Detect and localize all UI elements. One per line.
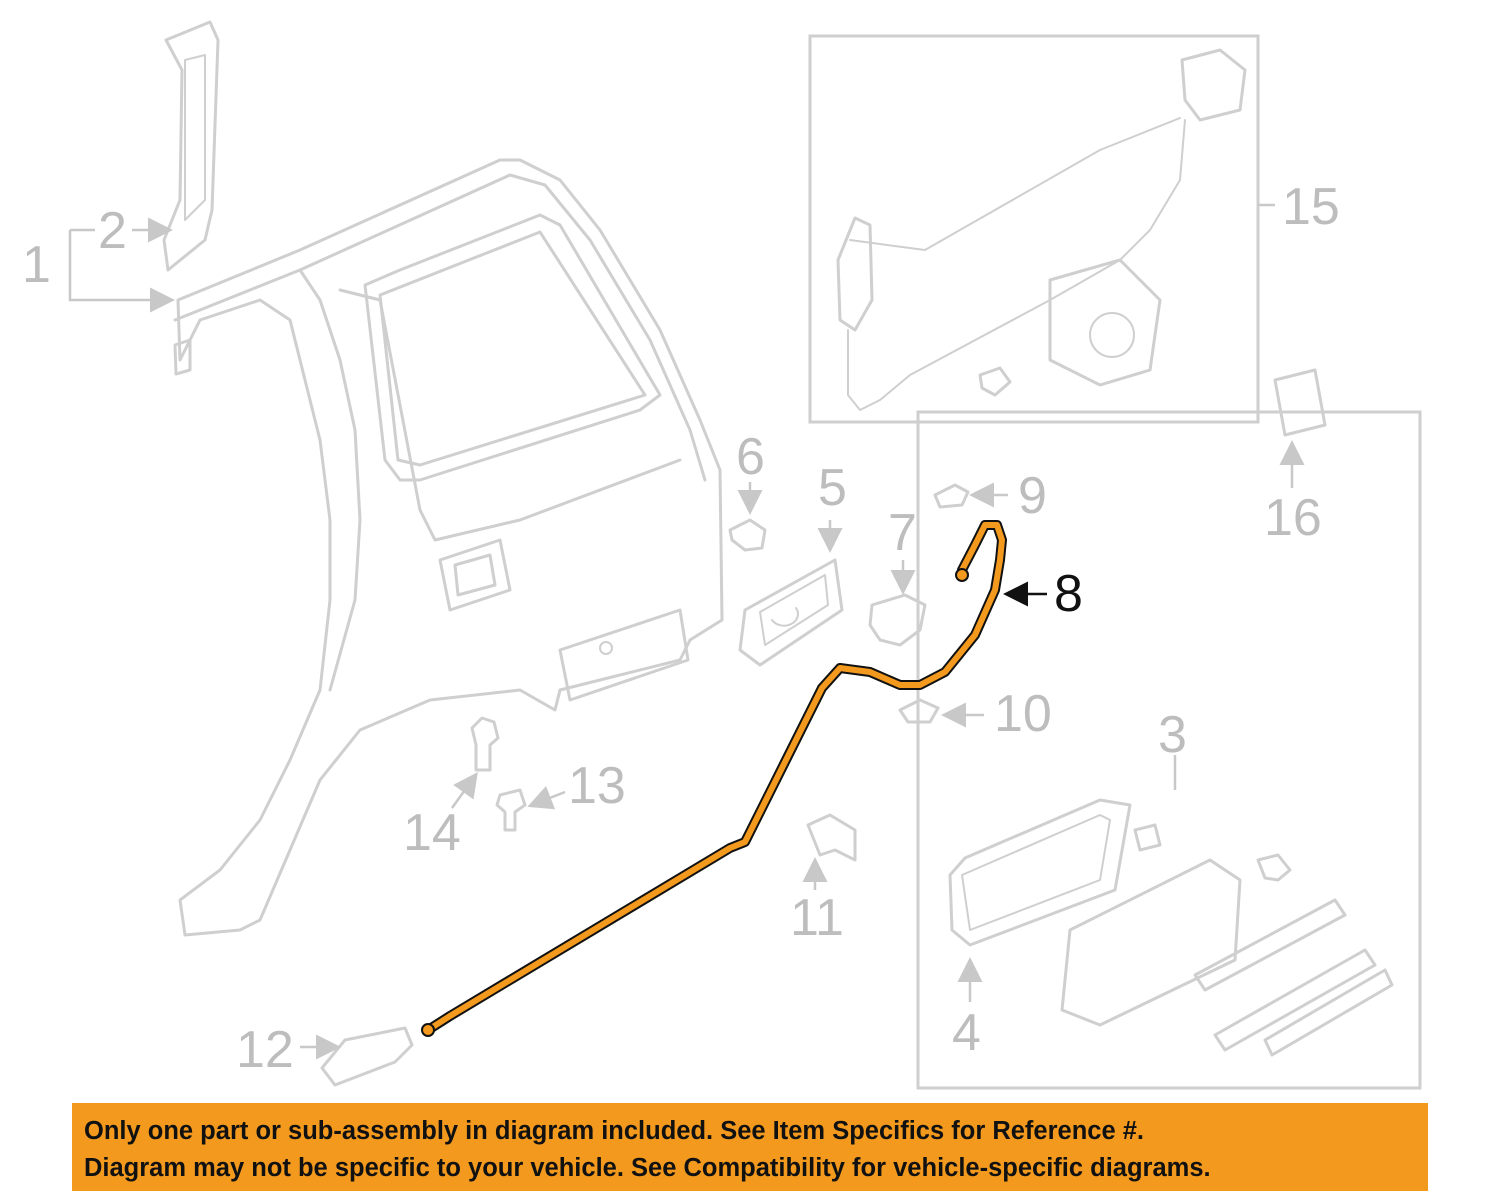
- callout-11: 11: [790, 889, 844, 947]
- clip-14: [470, 716, 500, 772]
- callout-16: 16: [1264, 489, 1322, 547]
- pillar-reinforcement: [162, 20, 220, 272]
- callout-14: 14: [403, 804, 461, 862]
- quarter-panel: [173, 158, 724, 937]
- callout-5: 5: [818, 459, 847, 517]
- callout-8: 8: [1054, 565, 1083, 623]
- lock-actuator-assembly: [836, 48, 1247, 411]
- grommet-9: [933, 483, 970, 509]
- callout-3: 3: [1158, 706, 1187, 764]
- notice-banner: Only one part or sub-assembly in diagram…: [72, 1103, 1428, 1191]
- notice-line-1: Only one part or sub-assembly in diagram…: [84, 1117, 1144, 1145]
- callout-15: 15: [1282, 178, 1340, 236]
- callout-2: 2: [98, 202, 127, 260]
- bumper-pad: [728, 518, 767, 552]
- callout-12: 12: [236, 1021, 294, 1079]
- release-handle: [320, 1026, 414, 1087]
- callout-6: 6: [736, 428, 765, 486]
- callout-9: 9: [1018, 467, 1047, 525]
- clip-13: [495, 788, 527, 832]
- callout-1: 1: [22, 236, 51, 294]
- callout-4: 4: [952, 1004, 981, 1062]
- inset-box-15: [808, 34, 1260, 424]
- fuel-door-housing-assembly: [948, 798, 1394, 1057]
- control-module: [1273, 368, 1327, 437]
- notice-line-2: Diagram may not be specific to your vehi…: [84, 1154, 1211, 1182]
- callout-13: 13: [568, 757, 626, 815]
- callout-7: 7: [888, 504, 917, 562]
- inset-box-3: [916, 410, 1422, 1090]
- hinge: [868, 593, 927, 647]
- callout-10: 10: [994, 685, 1052, 743]
- fuel-door: [738, 558, 844, 667]
- fuel-door-cable: [421, 520, 1007, 1037]
- clip-11: [806, 813, 857, 862]
